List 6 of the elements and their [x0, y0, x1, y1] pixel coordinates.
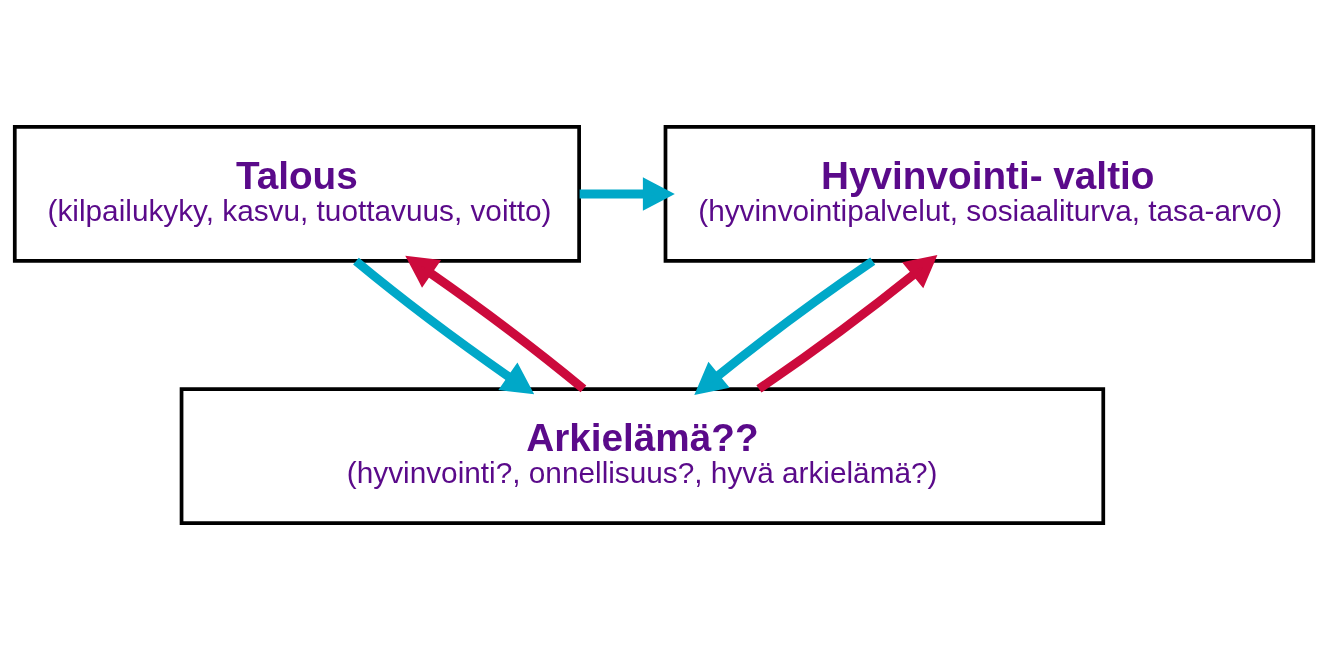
node-box: Hyvinvointi- valtio (hyvinvointipalvelut, sosiaaliturva, tasa-arvo)	[663, 125, 1316, 263]
arrow	[405, 255, 587, 393]
node-box: Talous (kilpailukyky, kasvu, tuottavuus, voitto)	[12, 125, 581, 263]
arrow	[353, 257, 535, 395]
arrow	[579, 177, 675, 211]
node-box: Arkielämä?? (hyvinvointi?, onnellisuus?, hyvä arkielämä?)	[179, 387, 1106, 525]
